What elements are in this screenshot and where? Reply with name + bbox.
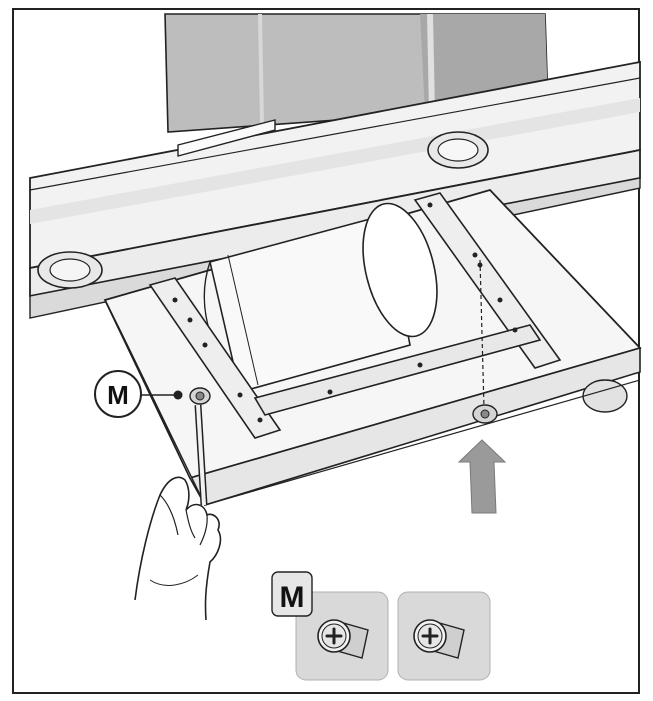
legend-m-label: M xyxy=(280,581,305,614)
control-knob-lower-right xyxy=(582,379,628,413)
legend-m-tag xyxy=(271,571,313,617)
screw-legend: M xyxy=(271,571,491,681)
hand xyxy=(134,476,222,621)
screw-legend-m: M xyxy=(271,571,389,681)
right-screw-position xyxy=(472,259,498,424)
push-up-arrow-icon xyxy=(457,439,507,514)
control-knob-left xyxy=(37,251,103,289)
mounting-frame xyxy=(148,192,562,439)
phillips-screw-icon xyxy=(317,619,369,659)
screwdriver xyxy=(194,404,208,506)
control-display-strip xyxy=(177,119,276,157)
m-callout: M xyxy=(94,370,178,418)
control-knob-right xyxy=(427,131,489,169)
screw-legend-standard xyxy=(397,591,491,681)
circled-letter-callout-icon xyxy=(94,370,142,418)
hood-canopy xyxy=(29,60,641,270)
m-callout-label: M xyxy=(107,380,129,410)
motor-unit xyxy=(203,202,438,393)
phillips-screw-icon xyxy=(413,619,465,659)
